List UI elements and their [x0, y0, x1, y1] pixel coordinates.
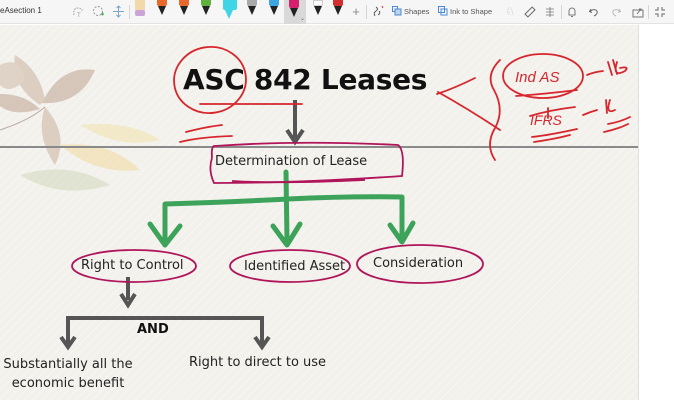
svg-text:T: T [77, 13, 81, 18]
node-line-1: Substantially all the [3, 357, 133, 372]
pen-red[interactable] [332, 0, 344, 22]
node-determination-of-lease: Determination of Lease [215, 154, 368, 169]
pen-orange-1[interactable] [156, 0, 168, 22]
ink-to-shape-button[interactable]: Ink to Shape [438, 6, 492, 16]
node-consideration: Consideration [373, 256, 464, 271]
node-right-to-direct-to-use: Right to direct to use [189, 355, 327, 370]
ink-to-shape-icon [438, 6, 448, 16]
pen-blue[interactable] [268, 0, 280, 22]
node-substantially-all-economic-benefit: Substantially all the economic benefit [0, 355, 136, 393]
ink-to-math-icon[interactable]: ♘ [505, 6, 515, 18]
node-line-2: economic benefit [11, 376, 125, 391]
ink-to-text-icon[interactable] [370, 3, 386, 20]
right-blank-pane [638, 25, 674, 400]
flower-decoration-icon [0, 55, 160, 191]
notifications-icon[interactable] [564, 3, 580, 20]
pen-magenta-selected[interactable]: ⌄ [284, 0, 306, 24]
pen-cyan-highlighter[interactable] [222, 0, 238, 22]
node-identified-asset: Identified Asset [244, 259, 346, 274]
full-screen-icon[interactable] [652, 3, 668, 20]
toolbar-separator [129, 5, 130, 19]
pen-white[interactable] [312, 0, 324, 22]
title-divider-line [0, 146, 638, 148]
pen-green[interactable] [200, 0, 212, 22]
onenote-draw-toolbar: eAsection 1 T ⌄ + Shapes Ink to Shape ♘ [0, 0, 674, 24]
node-right-to-control: Right to Control [81, 258, 184, 273]
ink-replay-icon[interactable] [542, 3, 558, 20]
pan-icon[interactable] [110, 3, 126, 20]
share-icon[interactable] [630, 3, 646, 20]
section-name[interactable]: eAsection 1 [0, 6, 42, 15]
add-pen-button[interactable]: + [352, 4, 360, 19]
slide-title: ASC 842 Leases [183, 63, 428, 96]
lasso-select-icon[interactable]: T [70, 3, 86, 20]
shapes-button[interactable]: Shapes [392, 6, 429, 16]
ruler-icon[interactable] [522, 3, 538, 20]
pen-purple-highlighter[interactable] [134, 0, 146, 22]
undo-icon[interactable] [586, 3, 602, 20]
ink-to-shape-label: Ink to Shape [450, 6, 493, 16]
add-space-icon[interactable] [90, 3, 106, 20]
shapes-icon [392, 6, 402, 16]
toolbar-separator [648, 5, 649, 19]
pen-gray[interactable] [246, 0, 258, 22]
redo-icon[interactable] [608, 3, 624, 20]
chevron-down-icon[interactable]: ⌄ [299, 16, 305, 22]
shapes-label: Shapes [404, 6, 430, 16]
and-connector-label: AND [137, 322, 169, 337]
toolbar-separator [366, 5, 367, 19]
slide-canvas[interactable]: ASC 842 Leases Determination of Lease Ri… [0, 25, 638, 400]
toolbar-separator [561, 5, 562, 19]
pen-orange-2[interactable] [178, 0, 190, 22]
